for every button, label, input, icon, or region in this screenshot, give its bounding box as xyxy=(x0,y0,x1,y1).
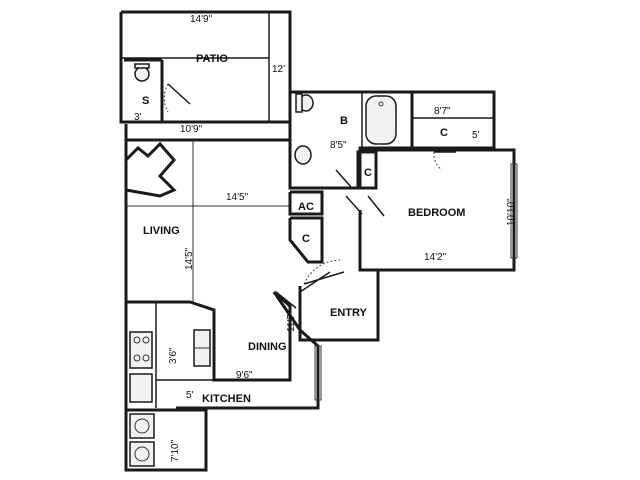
dining-outer-wall xyxy=(151,290,292,382)
bathtub-icon xyxy=(365,95,397,145)
dining-window-frame xyxy=(314,345,322,401)
dim-closet-width: 8'7" xyxy=(434,106,451,117)
dim-living-width: 14'5" xyxy=(226,192,249,203)
room-label-closet-small: C xyxy=(364,167,372,179)
burner-1-icon xyxy=(133,336,141,344)
room-label-ac: AC xyxy=(298,201,314,213)
room-label-dining: DINING xyxy=(248,341,287,353)
living-outer-wall xyxy=(124,124,151,304)
entry-wall xyxy=(298,270,380,342)
closet-entry-wall xyxy=(288,216,324,264)
bedroom-window-frame xyxy=(510,163,518,259)
dim-bath-depth: 8'5" xyxy=(330,140,347,151)
room-label-bath: B xyxy=(340,115,348,127)
closet-small-wall xyxy=(356,150,378,190)
dim-dining-width: 9'6" xyxy=(236,370,253,381)
dim-living-depth: 14'5" xyxy=(184,247,195,270)
burner-2-icon xyxy=(142,336,150,344)
dryer-icon xyxy=(129,441,155,467)
toilet-tank-icon xyxy=(295,93,303,113)
dim-bedroom-width: 14'2" xyxy=(424,252,447,263)
dim-laundry-depth: 7'10" xyxy=(170,439,181,462)
burner-3-icon xyxy=(133,354,141,362)
living-fireplace-wall xyxy=(124,141,177,198)
room-label-closet-entry: C xyxy=(302,233,310,245)
closet-door-icon xyxy=(345,195,363,215)
room-label-bedroom: BEDROOM xyxy=(408,207,465,219)
bathtub-drain-icon xyxy=(378,101,384,107)
burner-4-icon xyxy=(142,354,150,362)
storage-fixture-tank-icon xyxy=(134,63,150,69)
room-label-entry: ENTRY xyxy=(330,307,368,319)
refrigerator-icon xyxy=(129,373,153,403)
dryer-drum-icon xyxy=(134,446,150,462)
storage-fixture-icon xyxy=(134,66,150,82)
room-label-kitchen: KITCHEN xyxy=(202,393,251,405)
closet-bedroom-swing-icon xyxy=(433,151,443,171)
bath-door-icon xyxy=(335,169,353,189)
entry-door-swing-icon xyxy=(303,259,341,285)
closet-bath-wall xyxy=(412,90,496,150)
dim-kitchen-counter: 3'6" xyxy=(168,347,179,364)
bedroom-wall xyxy=(358,148,516,272)
entry-divider xyxy=(299,271,331,293)
ac-wall xyxy=(288,190,324,216)
sink-icon xyxy=(294,145,312,165)
patio-door-icon xyxy=(167,83,191,105)
patio-door-swing-icon xyxy=(163,83,169,113)
dim-kitchen-depth: 5' xyxy=(186,390,194,401)
room-label-living: LIVING xyxy=(143,225,180,237)
dim-storage-depth: 3' xyxy=(134,112,142,123)
room-label-patio: PATIO xyxy=(196,53,228,65)
dim-patio-lower-width: 10'9" xyxy=(180,124,203,135)
dim-patio-depth: 12' xyxy=(272,64,285,75)
entry-door-icon xyxy=(303,271,345,285)
dim-closet-depth: 5' xyxy=(472,130,480,141)
dining-door-icon xyxy=(275,291,297,309)
room-label-closet-bath: C xyxy=(440,127,448,139)
dim-patio-width: 14'9" xyxy=(190,14,213,25)
dim-entry-depth: 11'7" xyxy=(286,310,297,332)
room-label-storage: S xyxy=(142,95,149,107)
washer-icon xyxy=(129,413,155,439)
stove-icon xyxy=(129,331,153,369)
washer-drum-icon xyxy=(134,418,150,434)
kitchen-outer-wall xyxy=(124,302,208,472)
bedroom-door-icon xyxy=(367,195,385,217)
dim-bedroom-depth: 10'10" xyxy=(506,198,517,226)
